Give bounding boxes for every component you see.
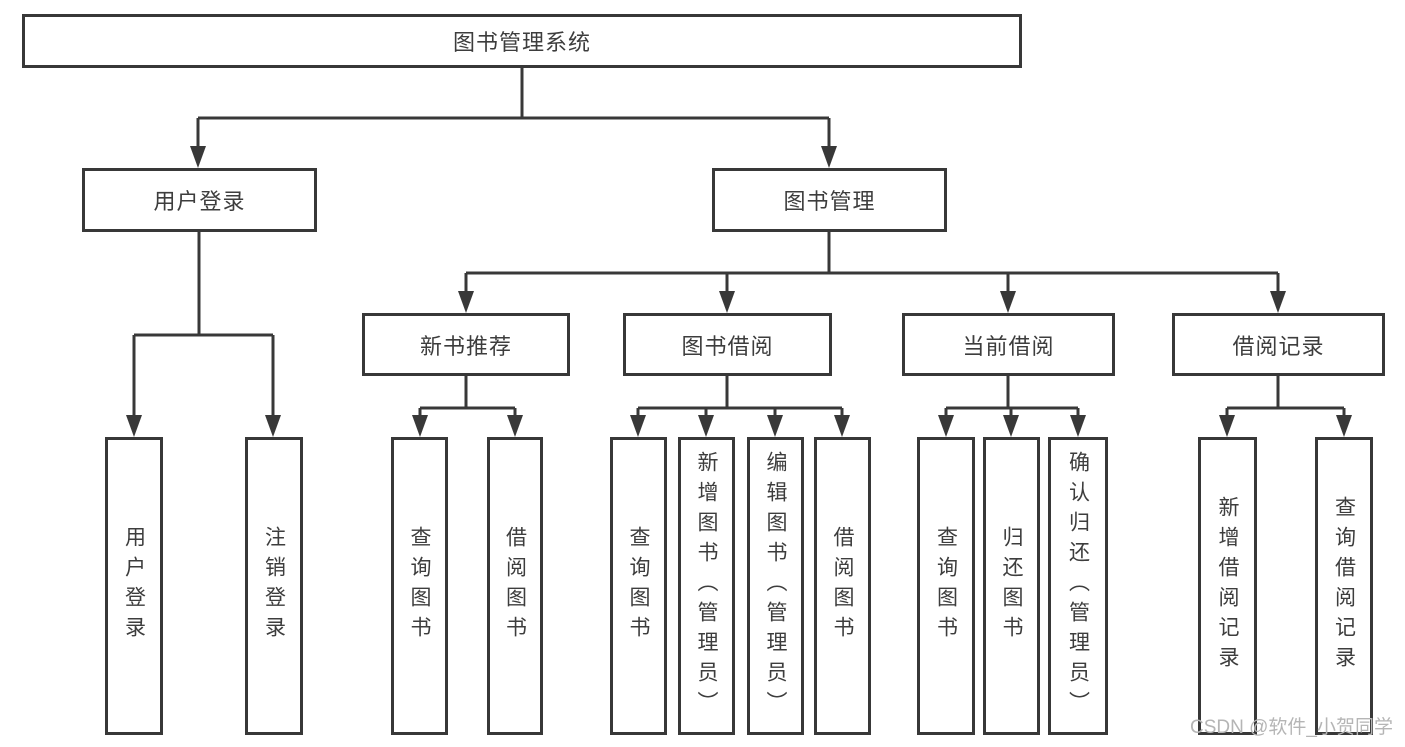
node-leaf-add-book-admin: 新增图书（管理员） — [678, 437, 735, 735]
node-library-management-system: 图书管理系统 — [22, 14, 1022, 68]
node-label: 借阅记录 — [1232, 333, 1325, 359]
node-leaf-query-books-current: 查询图书 — [917, 437, 975, 735]
node-leaf-logout: 注销登录 — [245, 437, 303, 735]
node-label: 借阅图书 — [503, 526, 527, 646]
node-borrow-record: 借阅记录 — [1172, 313, 1385, 376]
node-leaf-borrow-books-recommend: 借阅图书 — [487, 437, 543, 735]
node-leaf-query-borrow-record: 查询借阅记录 — [1315, 437, 1373, 735]
node-label: 用户登录 — [122, 526, 146, 646]
node-leaf-confirm-return-admin: 确认归还（管理员） — [1048, 437, 1108, 735]
node-leaf-edit-book-admin: 编辑图书（管理员） — [747, 437, 804, 735]
node-label: 图书借阅 — [681, 333, 774, 359]
node-label: 查询图书 — [934, 526, 958, 646]
node-label: 确认归还（管理员） — [1066, 451, 1090, 721]
node-label: 新增借阅记录 — [1216, 496, 1240, 676]
node-leaf-query-books-borrow: 查询图书 — [610, 437, 667, 735]
node-label: 查询图书 — [627, 526, 651, 646]
node-label: 图书管理 — [783, 189, 876, 214]
node-label: 用户登录 — [153, 189, 246, 214]
node-new-book-recommend: 新书推荐 — [362, 313, 570, 376]
node-book-management: 图书管理 — [712, 168, 947, 232]
node-leaf-return-book: 归还图书 — [983, 437, 1040, 735]
csdn-watermark: CSDN @软件_小贺同学 — [1190, 717, 1393, 738]
node-label: 编辑图书（管理员） — [764, 451, 788, 721]
node-leaf-add-borrow-record: 新增借阅记录 — [1198, 437, 1257, 735]
node-label: 新增图书（管理员） — [695, 451, 719, 721]
node-label: 新书推荐 — [419, 333, 512, 359]
node-label: 当前借阅 — [962, 333, 1055, 359]
node-leaf-borrow-books: 借阅图书 — [814, 437, 871, 735]
node-label: 查询借阅记录 — [1332, 496, 1356, 676]
node-user-login: 用户登录 — [82, 168, 317, 232]
node-book-borrow: 图书借阅 — [623, 313, 832, 376]
node-leaf-user-login: 用户登录 — [105, 437, 163, 735]
node-label: 注销登录 — [262, 526, 286, 646]
node-label: 图书管理系统 — [452, 30, 591, 55]
node-label: 借阅图书 — [831, 526, 855, 646]
node-label: 查询图书 — [408, 526, 432, 646]
node-label: 归还图书 — [1000, 526, 1024, 646]
node-current-borrow: 当前借阅 — [902, 313, 1115, 376]
node-leaf-query-books-recommend: 查询图书 — [391, 437, 448, 735]
